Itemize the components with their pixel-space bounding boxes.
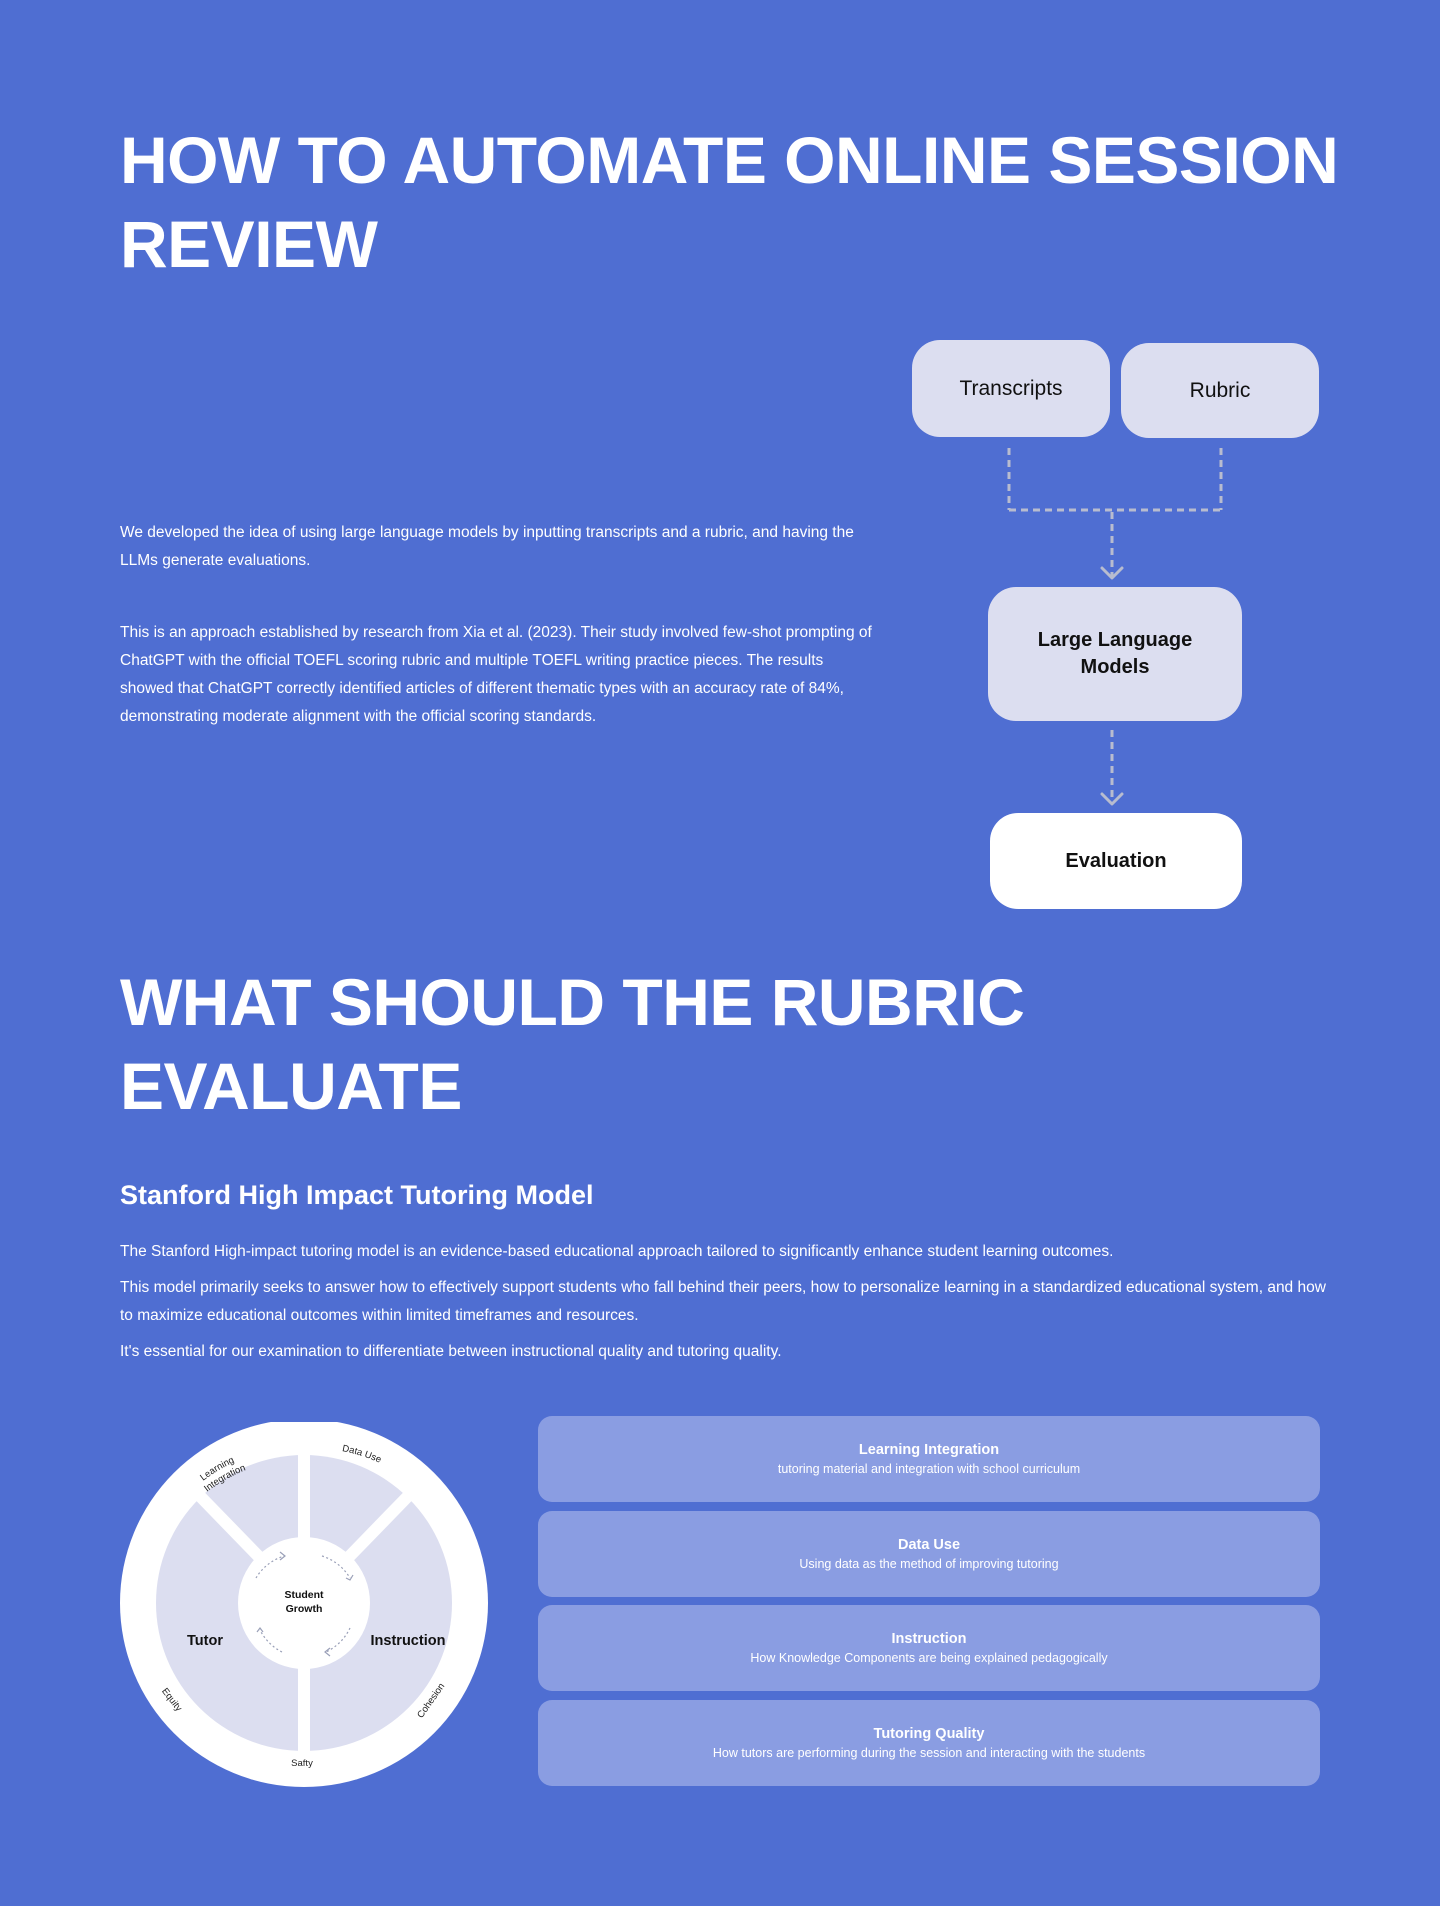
llm-label-line-1: Large Language — [1037, 629, 1193, 651]
llm-label-line-2: Models — [1080, 656, 1150, 678]
title-line-2: REVIEW — [120, 207, 378, 281]
card-data-use: Data Use Using data as the method of imp… — [538, 1511, 1320, 1597]
arrowhead-to-llm — [1100, 566, 1124, 580]
model-paragraph-3: It's essential for our examination to di… — [120, 1343, 782, 1360]
student-growth-label-2: Growth — [286, 1603, 323, 1615]
model-paragraph-2: This model primarily seeks to answer how… — [120, 1279, 1326, 1324]
instruction-label: Instruction — [371, 1633, 446, 1649]
card-description: tutoring material and integration with s… — [777, 1462, 1081, 1476]
page-title: HOW TO AUTOMATE ONLINE SESSION REVIEW — [120, 118, 1339, 286]
section-title-line-2: EVALUATE — [120, 1049, 462, 1123]
transcripts-label: Transcripts — [959, 376, 1063, 400]
transcripts-box: Transcripts — [912, 340, 1110, 437]
rubric-box: Rubric — [1121, 343, 1319, 438]
model-subtitle: Stanford High Impact Tutoring Model — [120, 1180, 594, 1210]
card-title: Data Use — [897, 1537, 961, 1553]
research-paragraph: This is an approach established by resea… — [120, 624, 872, 725]
section-title-rubric: WHAT SHOULD THE RUBRIC EVALUATE — [120, 960, 1025, 1128]
card-tutoring-quality: Tutoring Quality How tutors are performi… — [538, 1700, 1320, 1786]
rubric-label: Rubric — [1189, 378, 1251, 402]
wheel-divider-right — [339, 1487, 417, 1567]
student-growth-hub — [238, 1537, 370, 1669]
intro-paragraph: We developed the idea of using large lan… — [120, 524, 854, 569]
tutoring-wheel: Student Growth Tutor Instruction Learnin… — [120, 1422, 488, 1787]
tutor-label: Tutor — [187, 1633, 223, 1649]
student-growth-label-1: Student — [284, 1589, 324, 1601]
card-title: Tutoring Quality — [873, 1726, 985, 1742]
arrowhead-to-evaluation — [1100, 792, 1124, 806]
card-learning-integration: Learning Integration tutoring material a… — [538, 1416, 1320, 1502]
card-title: Learning Integration — [858, 1442, 1000, 1458]
evaluation-label: Evaluation — [1065, 849, 1167, 872]
card-instruction: Instruction How Knowledge Components are… — [538, 1605, 1320, 1691]
card-description: How Knowledge Components are being expla… — [750, 1651, 1108, 1665]
ring-label-safety: Safty — [291, 1758, 313, 1769]
llm-box: Large Language Models — [988, 587, 1242, 721]
section-title-line-1: WHAT SHOULD THE RUBRIC — [120, 965, 1025, 1039]
cycle-arrows — [255, 1555, 351, 1653]
card-title: Instruction — [891, 1631, 967, 1647]
title-line-1: HOW TO AUTOMATE ONLINE SESSION — [120, 123, 1339, 197]
model-paragraph-1: The Stanford High-impact tutoring model … — [120, 1243, 1114, 1260]
wheel-divider-left — [191, 1487, 269, 1567]
card-description: How tutors are performing during the ses… — [712, 1746, 1146, 1760]
card-description: Using data as the method of improving tu… — [799, 1557, 1059, 1571]
evaluation-box: Evaluation — [990, 813, 1242, 909]
